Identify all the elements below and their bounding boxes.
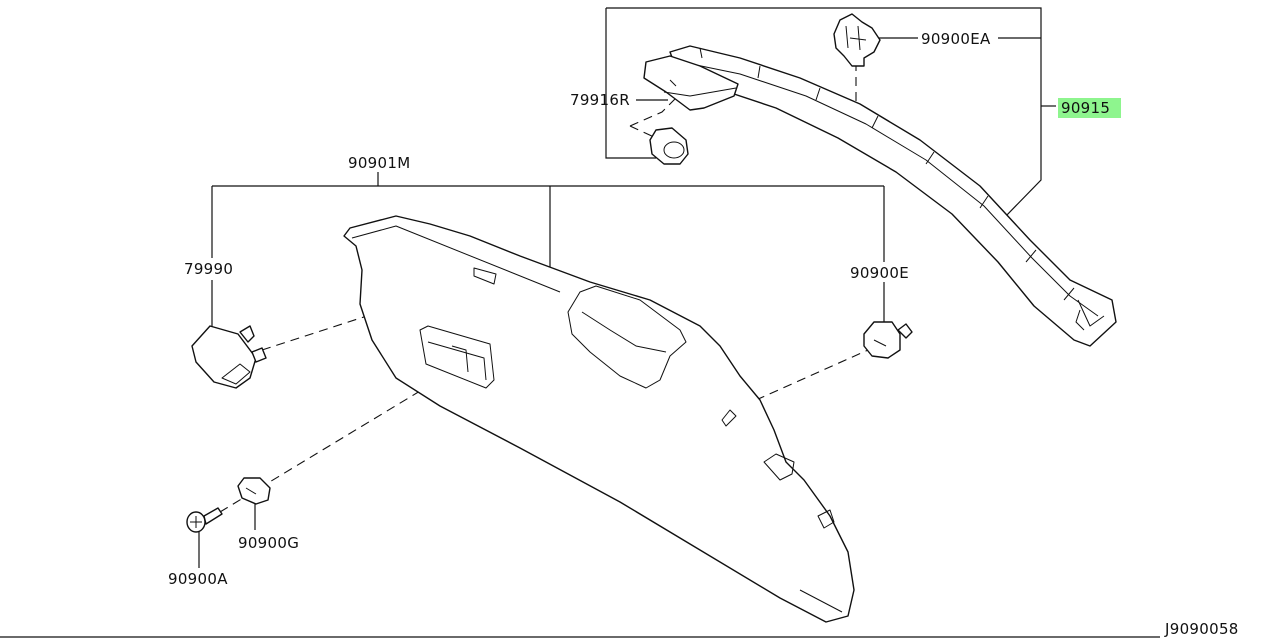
label-90915[interactable]: 90915: [1061, 99, 1110, 117]
lower-bracket-lines: [198, 172, 885, 568]
stopper-79990: [191, 325, 267, 389]
push-grommet: [649, 127, 689, 165]
finisher-panel-90901M: [343, 215, 855, 623]
highlight-90915: [1058, 98, 1121, 118]
label-79990[interactable]: 79990: [184, 260, 233, 278]
label-90900G[interactable]: 90900G: [238, 534, 299, 552]
drawing-number: J9090058: [1164, 620, 1239, 638]
clip-90900E: [863, 321, 913, 359]
upper-bracket-lines: [605, 7, 1056, 219]
labels: 90915 90900EA 79916R 90901M 79990 90900E…: [168, 30, 1239, 638]
spring-clip-90900EA: [833, 13, 881, 67]
label-90900A[interactable]: 90900A: [168, 570, 228, 588]
trim-strip-90915: [669, 45, 1117, 347]
hook-pad-79916R: [643, 55, 739, 111]
label-79916R[interactable]: 79916R: [570, 91, 630, 109]
grommet-90900G: [237, 477, 271, 505]
screw-90900A: [186, 507, 223, 533]
label-90900E[interactable]: 90900E: [850, 264, 909, 282]
label-90900EA[interactable]: 90900EA: [921, 30, 991, 48]
label-90901M[interactable]: 90901M: [348, 154, 410, 172]
